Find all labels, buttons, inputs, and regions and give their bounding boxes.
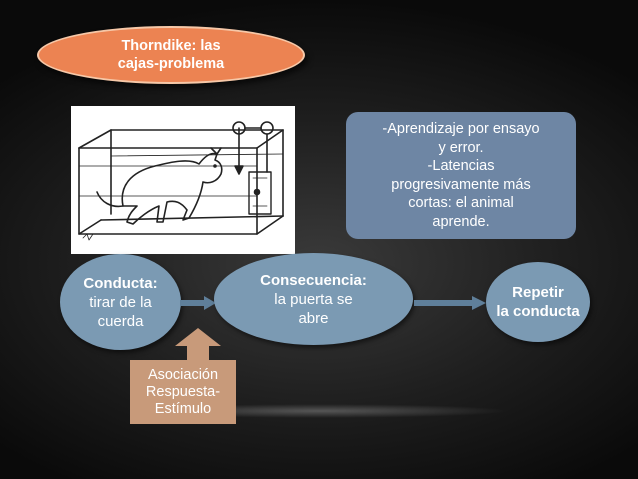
behavior-heading: Conducta: [83,274,158,292]
consequence-text: la puerta se abre [274,290,353,327]
note-box: -Aprendizaje por ensayo y error. -Latenc… [346,112,576,239]
arrow-right-icon [414,296,486,310]
behavior-oval: Conducta: tirar de la cuerda [60,254,181,350]
cat-in-box-icon [78,121,284,241]
repeat-text: Repetir la conducta [496,284,580,320]
arrow-up-icon [175,328,221,362]
arrow-right-icon [180,296,216,310]
repeat-oval: Repetir la conducta [486,262,590,342]
behavior-text: tirar de la cuerda [89,293,152,330]
cat-puzzle-box-image [71,106,295,254]
consequence-oval: Consecuencia: la puerta se abre [214,253,413,345]
consequence-heading: Consecuencia: [260,271,367,289]
title-oval: Thorndike: las cajas-problema [37,26,305,84]
association-box: Asociación Respuesta- Estímulo [130,360,236,424]
